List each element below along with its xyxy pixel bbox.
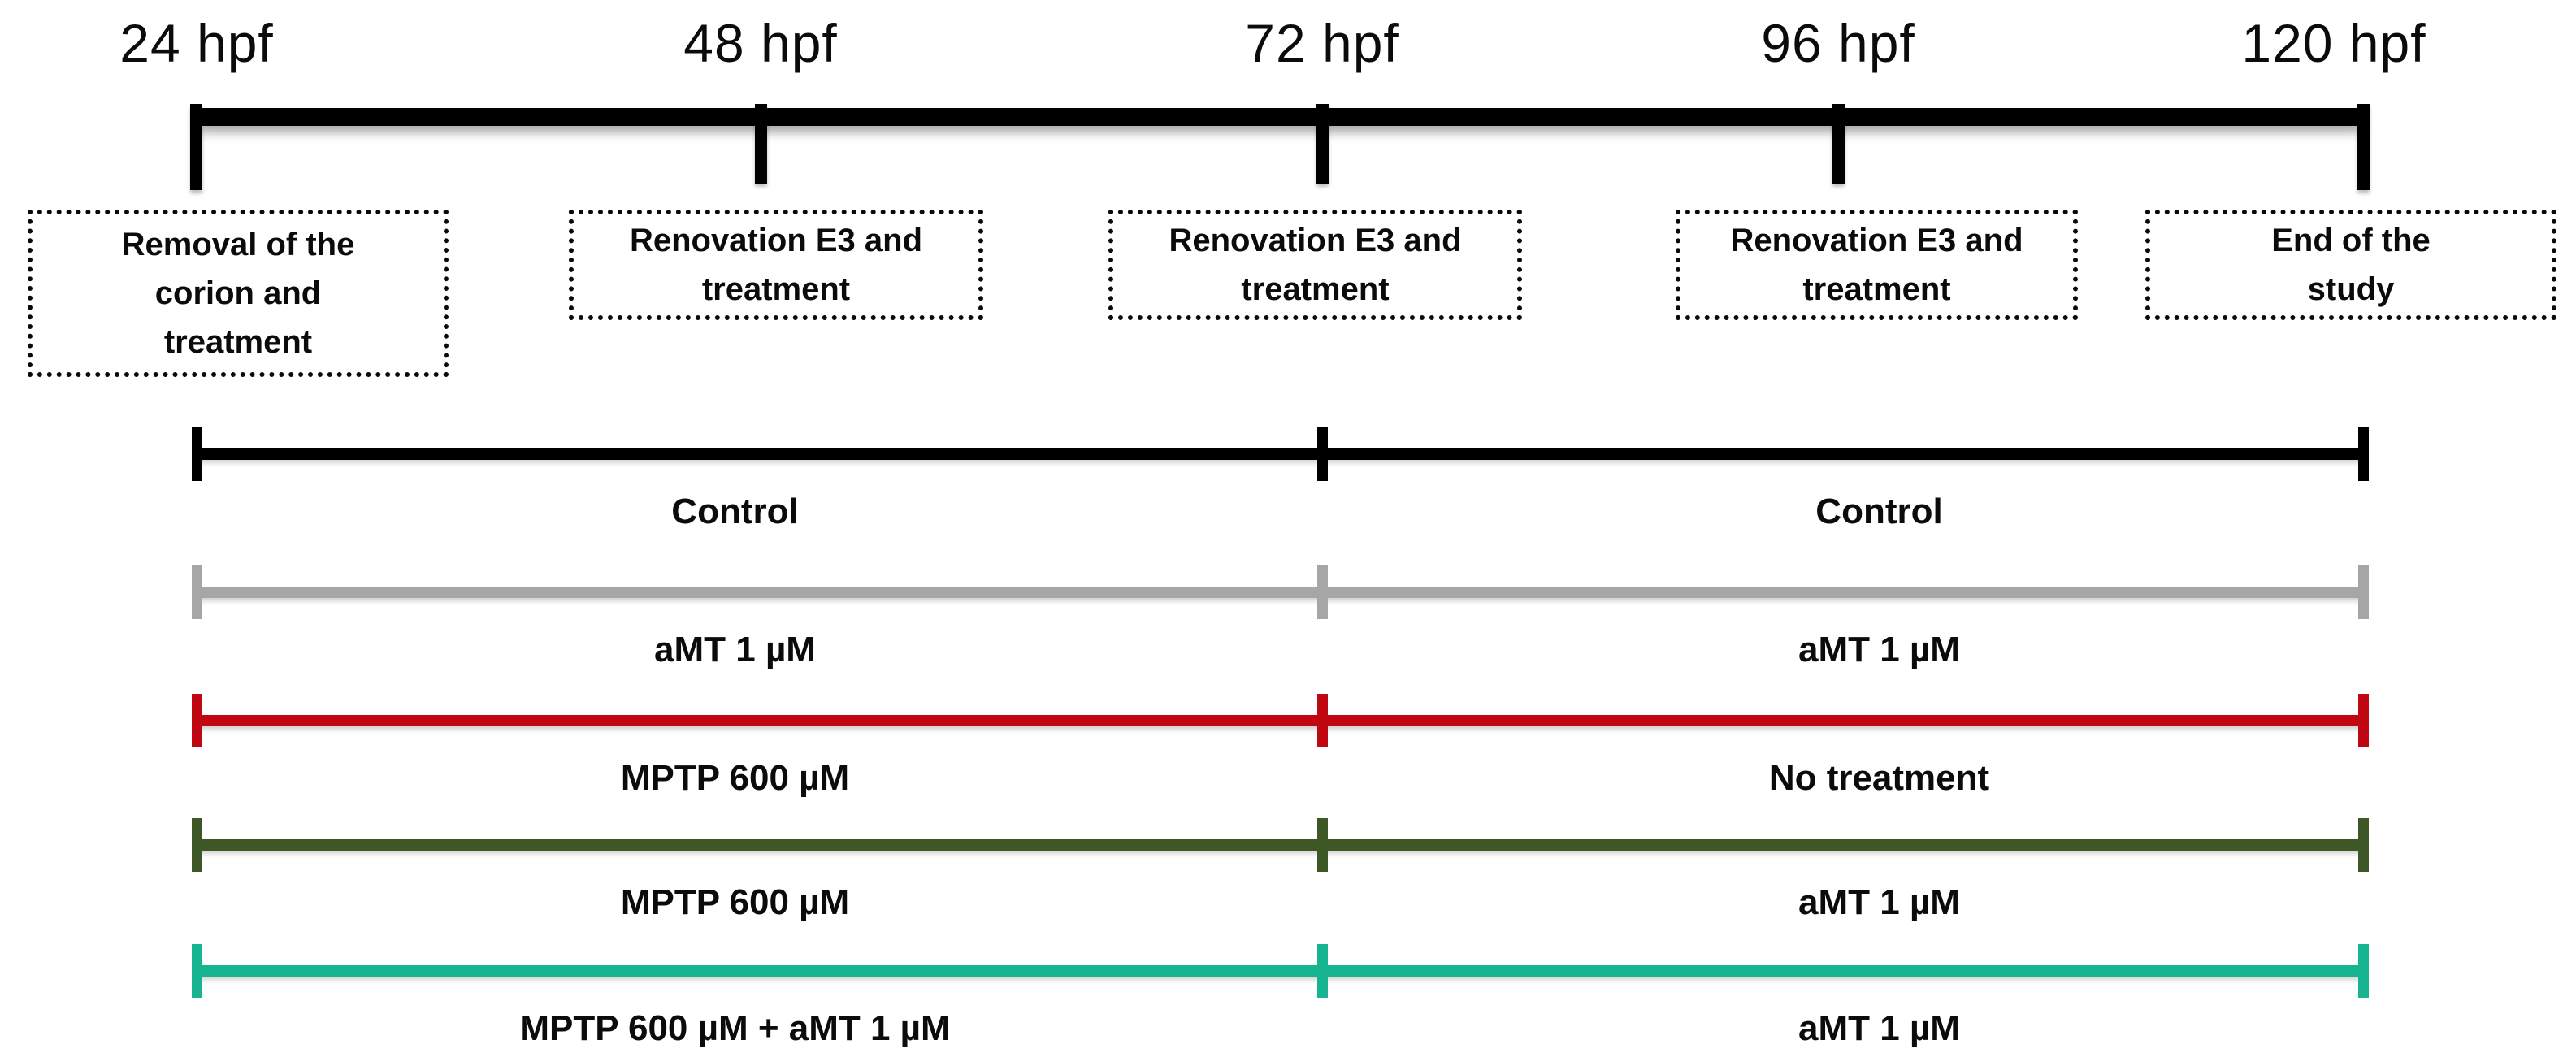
- row-tick-72hpf: [1317, 565, 1328, 619]
- event-box-24hpf: Removal of the corion and treatment: [28, 210, 449, 377]
- row-tick-72hpf: [1317, 818, 1328, 872]
- time-label-48hpf: 48 hpf: [683, 13, 838, 73]
- row-label-right: Control: [1815, 492, 1943, 531]
- time-label-24hpf: 24 hpf: [119, 13, 274, 73]
- event-box-96hpf-text: Renovation E3 and treatment: [1730, 223, 2023, 307]
- row-label-left: MPTP 600 µM + aMT 1 µM: [519, 1008, 951, 1048]
- time-label-72hpf: 72 hpf: [1245, 13, 1399, 73]
- time-label-120hpf: 120 hpf: [2241, 13, 2426, 73]
- timeline-tick-48hpf: [755, 104, 767, 184]
- event-box-120hpf: End of the study: [2145, 210, 2556, 320]
- timeline-tick-120hpf: [2357, 104, 2370, 190]
- treatment-row-amt: aMT 1 µM aMT 1 µM: [0, 565, 2576, 708]
- row-tick-end: [2358, 565, 2369, 619]
- event-box-72hpf-text: Renovation E3 and treatment: [1169, 223, 1462, 307]
- row-tick-end: [2358, 944, 2369, 998]
- row-label-left: Control: [671, 492, 799, 531]
- row-label-left: MPTP 600 µM: [620, 758, 850, 798]
- row-tick-start: [192, 565, 202, 619]
- row-tick-start: [192, 427, 202, 481]
- row-tick-start: [192, 818, 202, 872]
- row-tick-72hpf: [1317, 944, 1328, 998]
- row-tick-end: [2358, 427, 2369, 481]
- time-label-96hpf: 96 hpf: [1761, 13, 1915, 73]
- row-tick-start: [192, 944, 202, 998]
- timeline-axis: [197, 108, 2363, 126]
- row-tick-72hpf: [1317, 427, 1328, 481]
- treatment-line-mptp: [192, 694, 2369, 747]
- timeline-tick-24hpf: [190, 104, 202, 190]
- row-tick-end: [2358, 818, 2369, 872]
- event-box-96hpf: Renovation E3 and treatment: [1676, 210, 2078, 320]
- event-box-48hpf: Renovation E3 and treatment: [569, 210, 983, 320]
- treatment-line-control: [192, 427, 2369, 481]
- row-label-right: No treatment: [1768, 758, 1990, 798]
- row-label-right: aMT 1 µM: [1798, 1008, 1960, 1048]
- event-box-48hpf-text: Renovation E3 and treatment: [629, 223, 923, 307]
- row-label-right: aMT 1 µM: [1798, 630, 1960, 669]
- treatment-row-mptp-amt-combo: MPTP 600 µM + aMT 1 µM aMT 1 µM: [0, 944, 2576, 1057]
- row-label-left: MPTP 600 µM: [620, 882, 850, 922]
- row-tick-end: [2358, 694, 2369, 747]
- row-label-right: aMT 1 µM: [1798, 882, 1960, 922]
- treatment-row-control: Control Control: [0, 427, 2576, 570]
- row-tick-start: [192, 694, 202, 747]
- row-label-left: aMT 1 µM: [654, 630, 816, 669]
- timeline-tick-72hpf: [1316, 104, 1329, 184]
- event-box-120hpf-text: End of the study: [2271, 223, 2431, 307]
- treatment-row-mptp-amt: MPTP 600 µM aMT 1 µM: [0, 818, 2576, 961]
- treatment-line-amt: [192, 565, 2369, 619]
- row-tick-72hpf: [1317, 694, 1328, 747]
- event-box-24hpf-text: Removal of the corion and treatment: [121, 227, 355, 360]
- treatment-row-mptp-no-treatment: MPTP 600 µM No treatment: [0, 694, 2576, 837]
- timeline-tick-96hpf: [1832, 104, 1845, 184]
- treatment-line-mptp-amt-combo: [192, 944, 2369, 998]
- treatment-line-mptp-amt: [192, 818, 2369, 872]
- event-box-72hpf: Renovation E3 and treatment: [1108, 210, 1522, 320]
